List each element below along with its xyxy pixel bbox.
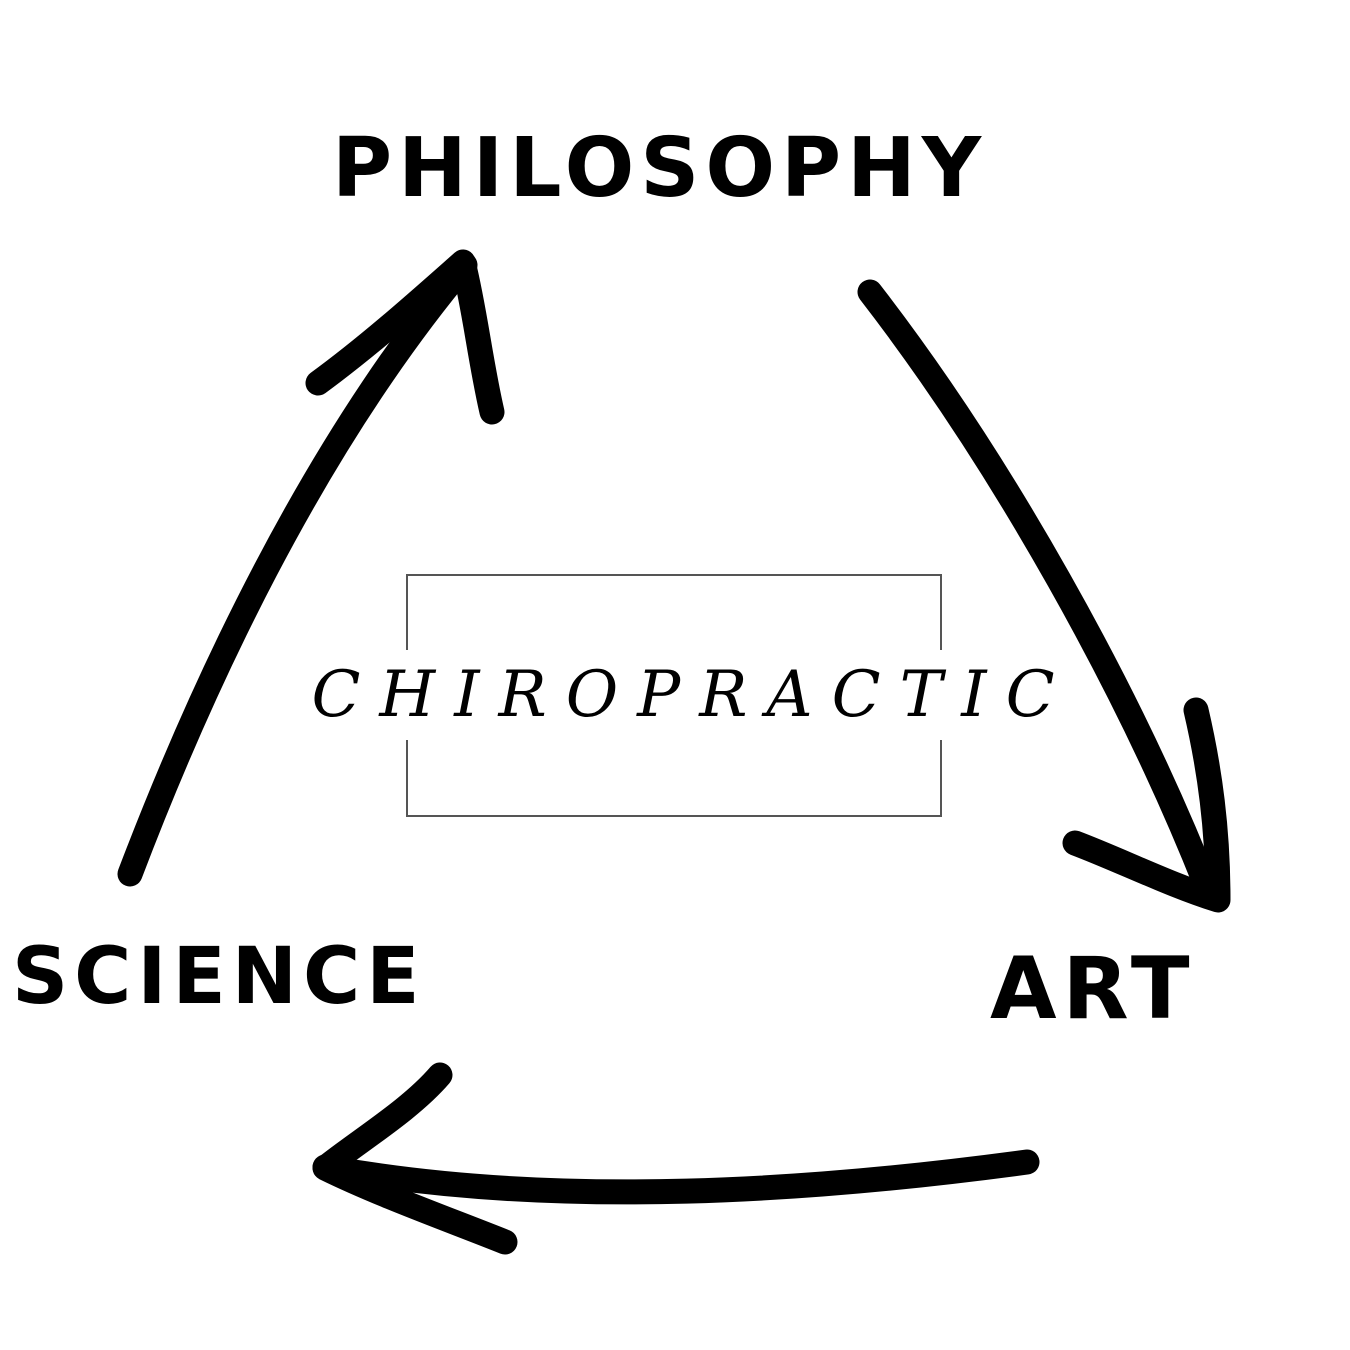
- arrow-art-to-science: [312, 1062, 1040, 1255]
- center-title: CHIROPRACTIC: [311, 650, 1055, 740]
- arrow-science-to-philosophy: [117, 249, 505, 887]
- arrow-philosophy-to-art: [857, 279, 1231, 913]
- node-philosophy: PHILOSOPHY: [332, 121, 988, 216]
- node-science: SCIENCE: [12, 932, 426, 1022]
- node-art: ART: [990, 939, 1196, 1039]
